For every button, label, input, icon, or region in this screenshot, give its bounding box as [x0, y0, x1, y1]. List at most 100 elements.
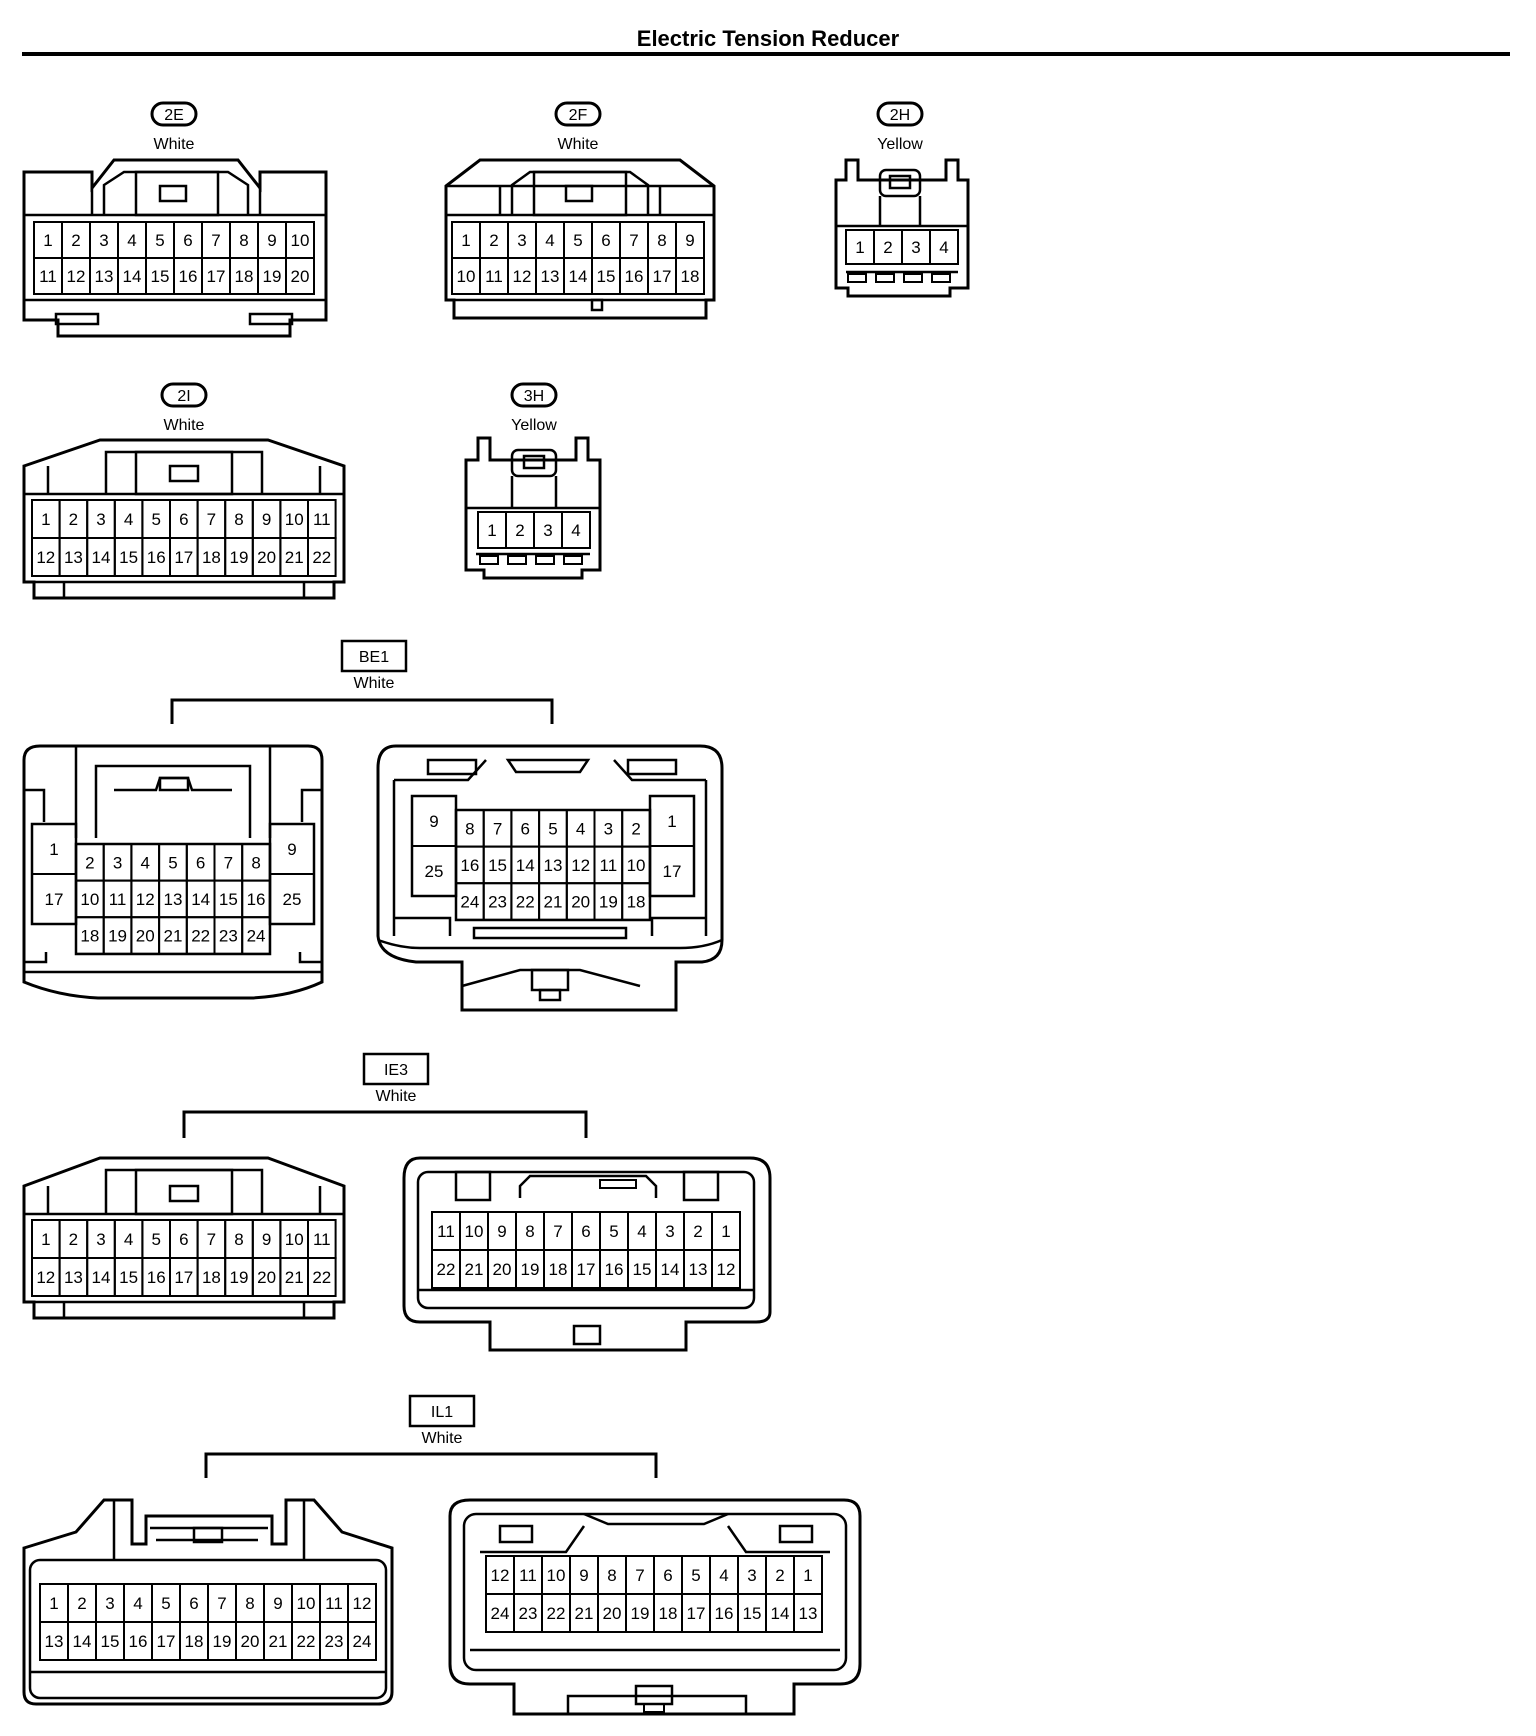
pin-cell: 12 [130, 879, 161, 919]
pin-number: 7 [553, 1222, 562, 1241]
pin-number: 25 [425, 862, 444, 881]
pin-cell: 21 [263, 1621, 293, 1661]
pin-number: 3 [517, 231, 526, 250]
pin-cell: 7 [482, 809, 513, 848]
pin-outline [621, 882, 651, 921]
pin-cell: 12 [485, 1555, 515, 1595]
pin-cell: 7 [543, 1211, 573, 1251]
pin-number: 7 [211, 231, 220, 250]
pin-number: 5 [168, 853, 177, 872]
pin-number: 22 [312, 548, 331, 567]
connector-id: IE3 [384, 1062, 408, 1079]
pin-cell: 16 [599, 1249, 629, 1289]
pin-cell: 18 [196, 1257, 227, 1297]
pin-number: 21 [269, 1632, 288, 1651]
pin-cell: 8 [235, 1583, 265, 1623]
pin-cell: 2 [621, 809, 651, 848]
pin-cell: 13 [89, 257, 119, 295]
pin-number: 8 [234, 510, 243, 529]
pin-cell: 20 [487, 1249, 517, 1289]
pin-cell: 8 [515, 1211, 545, 1251]
pin-number: 3 [911, 238, 920, 257]
connector-id: BE1 [359, 649, 389, 666]
pin-number: 20 [136, 927, 155, 946]
pin-cell: 20 [285, 257, 315, 295]
pin-cell: 6 [173, 221, 203, 259]
pin-outline [675, 257, 705, 295]
pin-number: 9 [273, 1594, 282, 1613]
pin-cell: 23 [319, 1621, 349, 1661]
pin-cell: 11 [319, 1583, 349, 1623]
pin-cell: 9 [251, 499, 282, 539]
pin-cell: 1 [31, 499, 61, 539]
pin-number: 2 [69, 1230, 78, 1249]
pair-bracket [170, 698, 554, 724]
pin-cell: 16 [123, 1621, 153, 1661]
pin-cell: 16 [173, 257, 203, 295]
pin-number: 17 [653, 267, 672, 286]
pin-number: 8 [607, 1566, 616, 1585]
pin-cell: 1 [33, 221, 63, 259]
pin-cell: 21 [569, 1593, 599, 1633]
pin-cell: 13 [58, 537, 89, 577]
pin-cell: 17 [571, 1249, 601, 1289]
pin-cell: 24 [485, 1593, 515, 1633]
pin-cell: 3 [86, 1219, 116, 1259]
pin-number: 7 [217, 1594, 226, 1613]
pin-number: 13 [64, 1268, 83, 1287]
pin-number: 17 [207, 267, 226, 286]
pin-cell: 20 [251, 537, 282, 577]
pin-cell: 1 [477, 511, 507, 549]
pin-number: 16 [715, 1604, 734, 1623]
pin-number: 10 [285, 1230, 304, 1249]
pin-number: 21 [163, 927, 182, 946]
pin-number: 5 [691, 1566, 700, 1585]
pin-number: 2 [693, 1222, 702, 1241]
pin-number: 18 [235, 267, 254, 286]
pin-cell: 9 [569, 1555, 599, 1595]
pin-cell: 22 [541, 1593, 571, 1633]
pin-number: 18 [202, 1268, 221, 1287]
pin-number: 11 [39, 267, 57, 286]
pin-number: 10 [285, 510, 304, 529]
pin-cell: 4 [113, 499, 144, 539]
pin-number: 21 [543, 893, 562, 912]
pin-number: 16 [460, 856, 479, 875]
pin-number: 11 [313, 510, 331, 529]
pin-number: 6 [601, 231, 610, 250]
pin-cell: 15 [113, 1257, 144, 1297]
pin-number: 22 [437, 1260, 456, 1279]
pin-cell: 3 [89, 221, 119, 259]
pin-number: 1 [41, 510, 50, 529]
pin-number: 16 [129, 1632, 148, 1651]
pin-cell: 6 [653, 1555, 683, 1595]
connector-housing [834, 158, 970, 298]
connector-id: IL1 [431, 1404, 453, 1421]
pin-number: 7 [629, 231, 638, 250]
connector-housing [402, 1156, 772, 1352]
pin-number: 18 [549, 1260, 568, 1279]
pin-cell: 11 [33, 257, 63, 295]
pin-number: 2 [85, 853, 94, 872]
pin-cell: 20 [565, 882, 596, 921]
pin-number: 8 [234, 1230, 243, 1249]
connector-id-box [340, 639, 408, 673]
connector-housing [22, 158, 328, 338]
pin-number: 23 [488, 893, 507, 912]
pin-cell: 19 [257, 257, 287, 295]
pin-cell: 17 [681, 1593, 711, 1633]
pin-cell: 1 [711, 1211, 741, 1251]
pin-number: 19 [230, 1268, 249, 1287]
pin-cell: 6 [510, 809, 541, 848]
pin-number: 17 [174, 1268, 193, 1287]
connector-color: White [354, 675, 395, 692]
pin-number: 16 [605, 1260, 624, 1279]
pin-number: 15 [633, 1260, 652, 1279]
pin-number: 16 [625, 267, 644, 286]
pin-number: 11 [519, 1566, 537, 1585]
